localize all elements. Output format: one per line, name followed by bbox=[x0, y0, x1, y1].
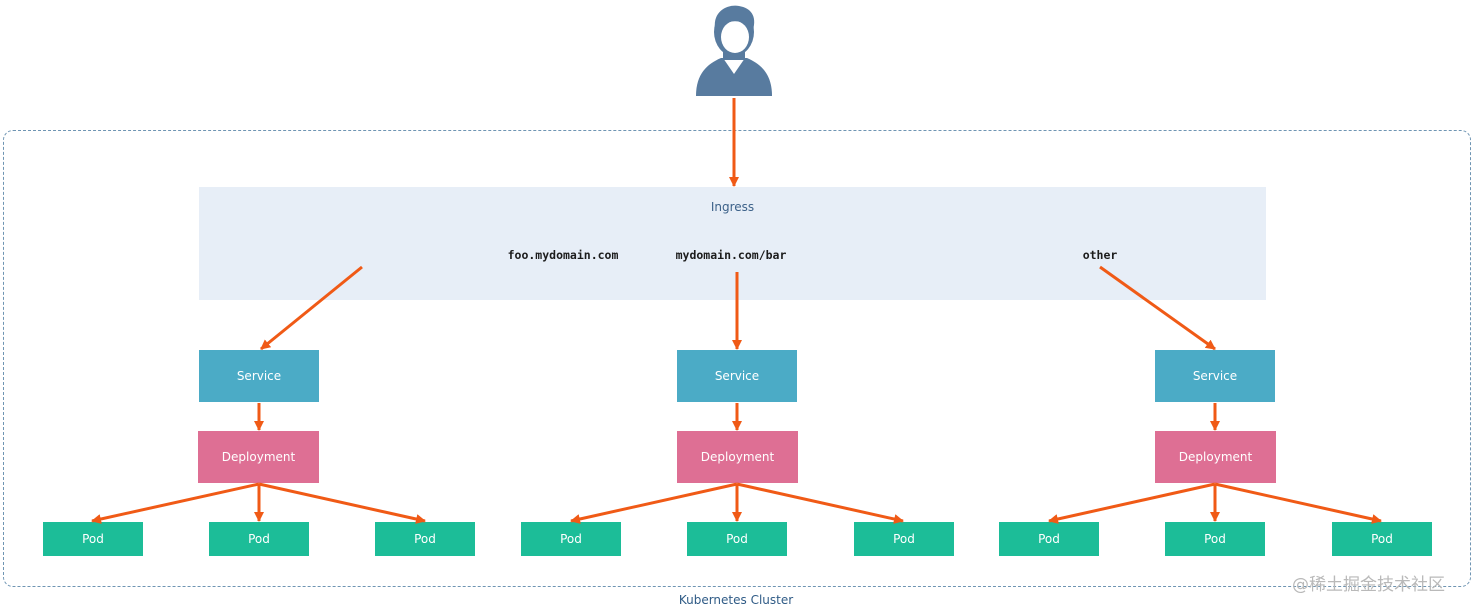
service-box: Service bbox=[1155, 350, 1275, 402]
ingress-panel: Ingress foo.mydomain.com mydomain.com/ba… bbox=[199, 187, 1266, 300]
deployment-box: Deployment bbox=[1155, 431, 1276, 483]
route-label-other: other bbox=[1082, 248, 1118, 262]
service-box: Service bbox=[199, 350, 319, 402]
service-box: Service bbox=[677, 350, 797, 402]
kubernetes-cluster-boundary bbox=[3, 130, 1471, 587]
pod-box: Pod bbox=[999, 522, 1099, 556]
pod-box: Pod bbox=[1165, 522, 1265, 556]
route-label-bar: mydomain.com/bar bbox=[675, 248, 787, 262]
watermark: @稀土掘金技术社区 bbox=[1292, 575, 1445, 595]
pod-box: Pod bbox=[854, 522, 954, 556]
pod-box: Pod bbox=[521, 522, 621, 556]
pod-box: Pod bbox=[43, 522, 143, 556]
user-icon bbox=[696, 5, 772, 96]
pod-box: Pod bbox=[375, 522, 475, 556]
pod-box: Pod bbox=[687, 522, 787, 556]
ingress-title: Ingress bbox=[710, 200, 755, 214]
pod-box: Pod bbox=[1332, 522, 1432, 556]
pod-box: Pod bbox=[209, 522, 309, 556]
route-label-foo: foo.mydomain.com bbox=[507, 248, 619, 262]
cluster-label: Kubernetes Cluster bbox=[678, 593, 794, 607]
deployment-box: Deployment bbox=[677, 431, 798, 483]
deployment-box: Deployment bbox=[198, 431, 319, 483]
